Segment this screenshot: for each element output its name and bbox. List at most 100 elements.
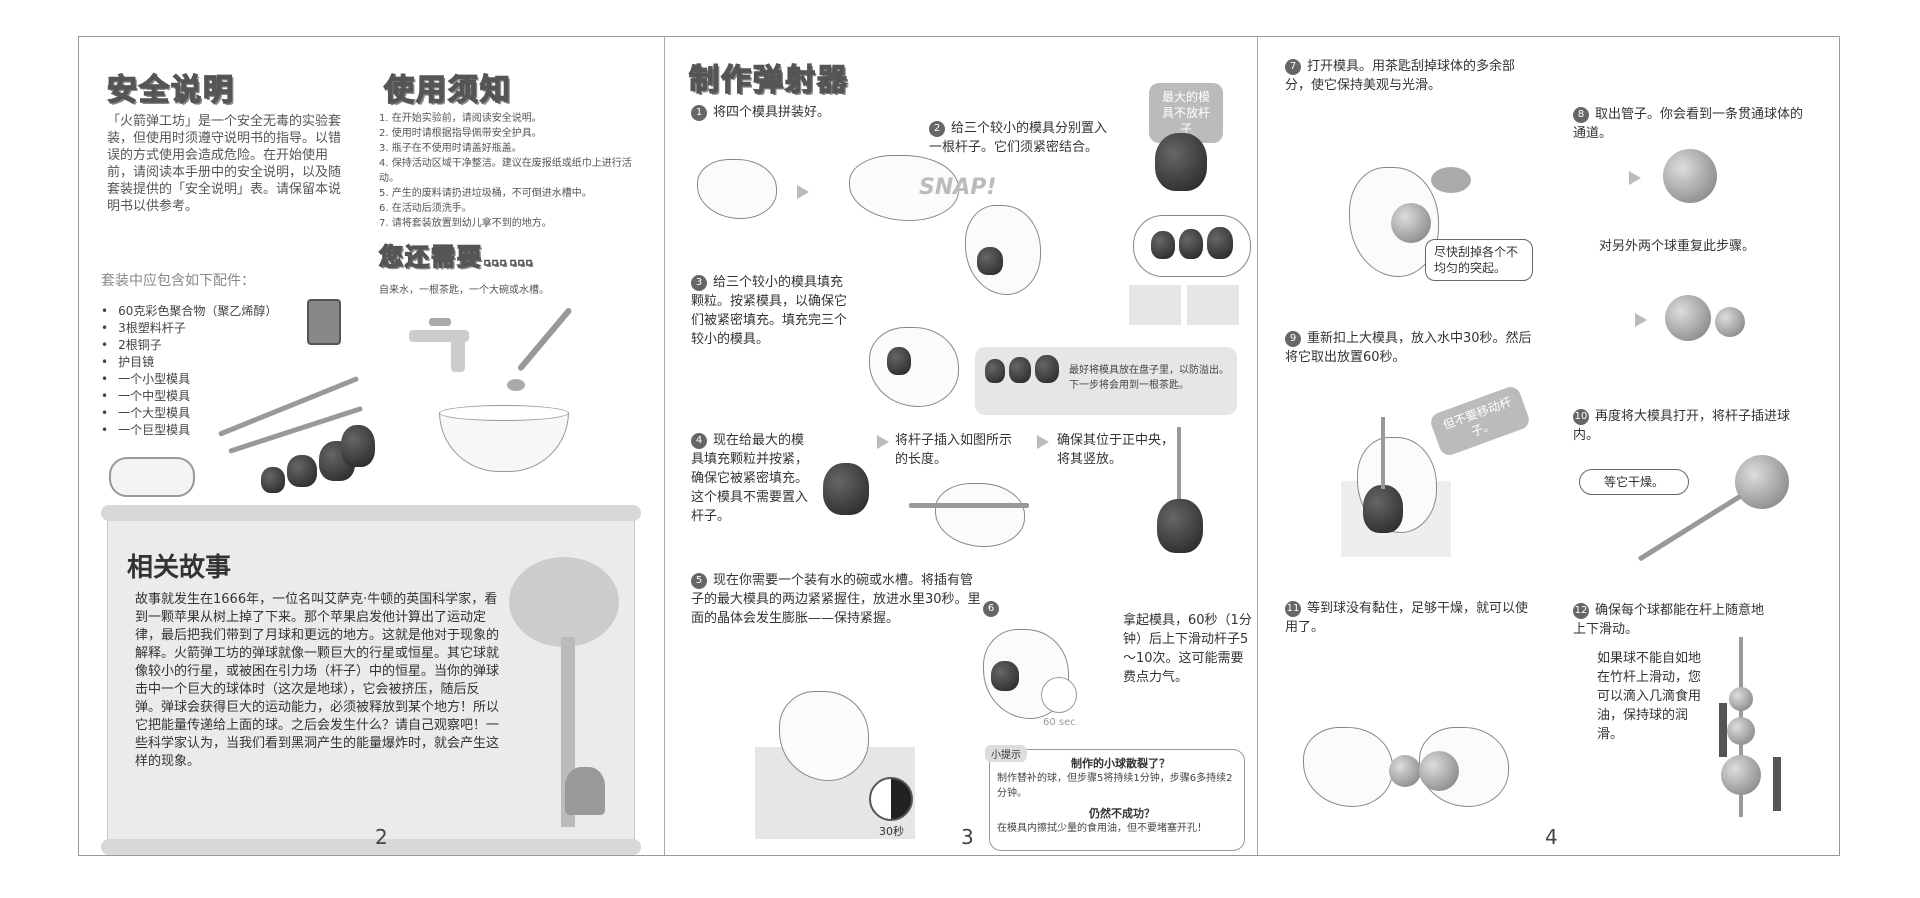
timer-icon	[869, 777, 913, 821]
ball-illustration	[1727, 717, 1755, 745]
bowl-illustration	[439, 412, 569, 472]
hand-illustration	[869, 327, 959, 407]
ball-illustration	[1389, 755, 1421, 787]
usage-item: 2. 使用时请根据指导佩带安全护具。	[379, 128, 542, 139]
arrow-up-icon	[1773, 757, 1781, 811]
step-8-repeat: 对另外两个球重复此步骤。	[1599, 239, 1756, 254]
mold-medium	[1179, 229, 1203, 259]
timer-icon	[1041, 677, 1077, 713]
step-10-text: 再度将大模具打开，将杆子插进球内。	[1573, 409, 1791, 443]
mold-huge	[1155, 133, 1207, 191]
mold-huge	[1363, 485, 1403, 533]
polymer-jar	[307, 299, 341, 345]
mold-small	[985, 359, 1005, 383]
kit-item: 一个巨型模具	[101, 422, 277, 439]
hint-question-2: 仍然不成功？	[1089, 807, 1155, 820]
step-number: 10	[1573, 409, 1589, 425]
hand-illustration	[779, 691, 869, 781]
step-number: 5	[691, 573, 707, 589]
step-number: 12	[1573, 603, 1589, 619]
story-text: 故事就发生在1666年，一位名叫艾萨克·牛顿的英国科学家，看到一颗苹果从树上掉了…	[135, 592, 500, 769]
kit-item: 一个大型模具	[101, 405, 277, 422]
kit-item: 3根塑料杆子	[101, 320, 277, 337]
tip-plate-text: 最好将模具放在盘子里，以防溢出。下一步将会用到一根茶匙。	[1069, 365, 1229, 391]
ball-illustration	[1729, 687, 1753, 711]
scroll-bottom-roll	[101, 839, 641, 855]
page-number-3: 3	[961, 825, 974, 849]
step-number: 3	[691, 275, 707, 291]
mini-panel	[1187, 285, 1239, 325]
mold-medium	[1009, 357, 1031, 383]
step-number: 4	[691, 433, 707, 449]
spoon-illustration	[516, 306, 573, 372]
step-6-number: 6	[983, 599, 1005, 618]
stick-illustration	[1177, 427, 1181, 507]
instruction-sheet: 安全说明 「火箭弹工坊」是一个安全无毒的实验套装，但使用时须遵守说明书的指导。以…	[78, 36, 1840, 856]
step-number: 6	[983, 601, 999, 617]
hint-answer-2: 在模具内擦拭少量的食用油，但不要堵塞开孔！	[997, 823, 1207, 834]
hint-answer-1: 制作替补的球，但步骤5将持续1分钟，步骤6多持续2分钟。	[997, 773, 1233, 799]
step-number: 2	[929, 121, 945, 137]
hand-illustration	[1303, 727, 1393, 807]
arrow-icon	[1629, 171, 1641, 185]
step-3-text: 给三个较小的模具填充颗粒。按紧模具，以确保它们被紧密填充。填充完三个较小的模具。	[691, 275, 848, 347]
step-number: 1	[691, 105, 707, 121]
step-number: 9	[1285, 331, 1301, 347]
safety-text: 「火箭弹工坊」是一个安全无毒的实验套装，但使用时须遵守说明书的指导。以错误的方式…	[107, 114, 342, 214]
usage-item: 3. 瓶子在不使用时请盖好瓶盖。	[379, 143, 522, 154]
timer-30s-label: 30秒	[879, 825, 904, 838]
spoon-head	[1431, 167, 1471, 193]
arrow-icon	[1635, 313, 1647, 327]
stick-illustration	[909, 503, 1029, 508]
ball-illustration	[1663, 149, 1717, 203]
kit-item: 一个小型模具	[101, 371, 277, 388]
mold-with-stick	[977, 247, 1003, 275]
need-text: 自来水，一根茶匙，一个大碗或水槽。	[379, 285, 549, 296]
kit-item: 2根铜子	[101, 337, 277, 354]
page-number-2: 2	[375, 825, 388, 849]
step-5-text: 现在你需要一个装有水的碗或水槽。将插有管子的最大模具的两边紧紧握住，放进水里30…	[691, 573, 981, 626]
usage-list: 1. 在开始实验前，请阅读安全说明。 2. 使用时请根据指导佩带安全护具。 3.…	[379, 111, 649, 231]
kit-item: 一个中型模具	[101, 388, 277, 405]
tag-step-9: 但不要移动杆子。	[1428, 384, 1532, 458]
kit-title: 套装中应包含如下配件：	[101, 273, 255, 289]
usage-item: 7. 请将套装放置到幼儿拿不到的地方。	[379, 218, 552, 229]
mold-huge	[823, 463, 869, 515]
hint-box	[989, 749, 1245, 851]
hand-illustration	[849, 155, 959, 221]
arrow-icon	[877, 435, 889, 449]
step-4-text: 现在给最大的模具填充颗粒并按紧，确保它被紧密填充。这个模具不需要置入杆子。	[691, 433, 809, 524]
story-title: 相关故事	[127, 553, 232, 583]
mold-huge	[341, 425, 375, 467]
step-number: 7	[1285, 59, 1301, 75]
mold-large	[1207, 227, 1233, 259]
step-1-text: 将四个模具拼装好。	[713, 105, 831, 120]
ball-illustration	[1721, 755, 1761, 795]
hint-label: 小提示	[985, 745, 1027, 762]
usage-item: 5. 产生的废料请扔进垃圾桶，不可倒进水槽中。	[379, 188, 592, 199]
usage-item: 1. 在开始实验前，请阅读安全说明。	[379, 113, 542, 124]
safety-title: 安全说明	[106, 72, 235, 109]
spoon-head	[507, 379, 525, 391]
tap-illustration	[409, 312, 499, 382]
mold-small	[887, 347, 911, 375]
stick-illustration	[1381, 417, 1385, 489]
arrow-down-icon	[1719, 703, 1727, 757]
stick-illustration	[1637, 493, 1743, 562]
mini-panel	[1129, 285, 1181, 325]
bowl-rim	[439, 405, 569, 421]
fold-line-left	[664, 37, 665, 855]
hand-illustration	[935, 483, 1025, 547]
callout-step-7: 尽快刮掉各个不均匀的突起。	[1425, 239, 1533, 281]
kit-item: 护目镜	[101, 354, 277, 371]
apple-tree-canopy	[509, 557, 619, 647]
step-12-text: 确保每个球都能在杆上随意地上下滑动。	[1573, 603, 1765, 637]
step-1: 1 将四个模具拼装好。	[691, 103, 830, 122]
step-9-text: 重新扣上大模具，放入水中30秒。然后将它取出放置60秒。	[1285, 331, 1532, 365]
